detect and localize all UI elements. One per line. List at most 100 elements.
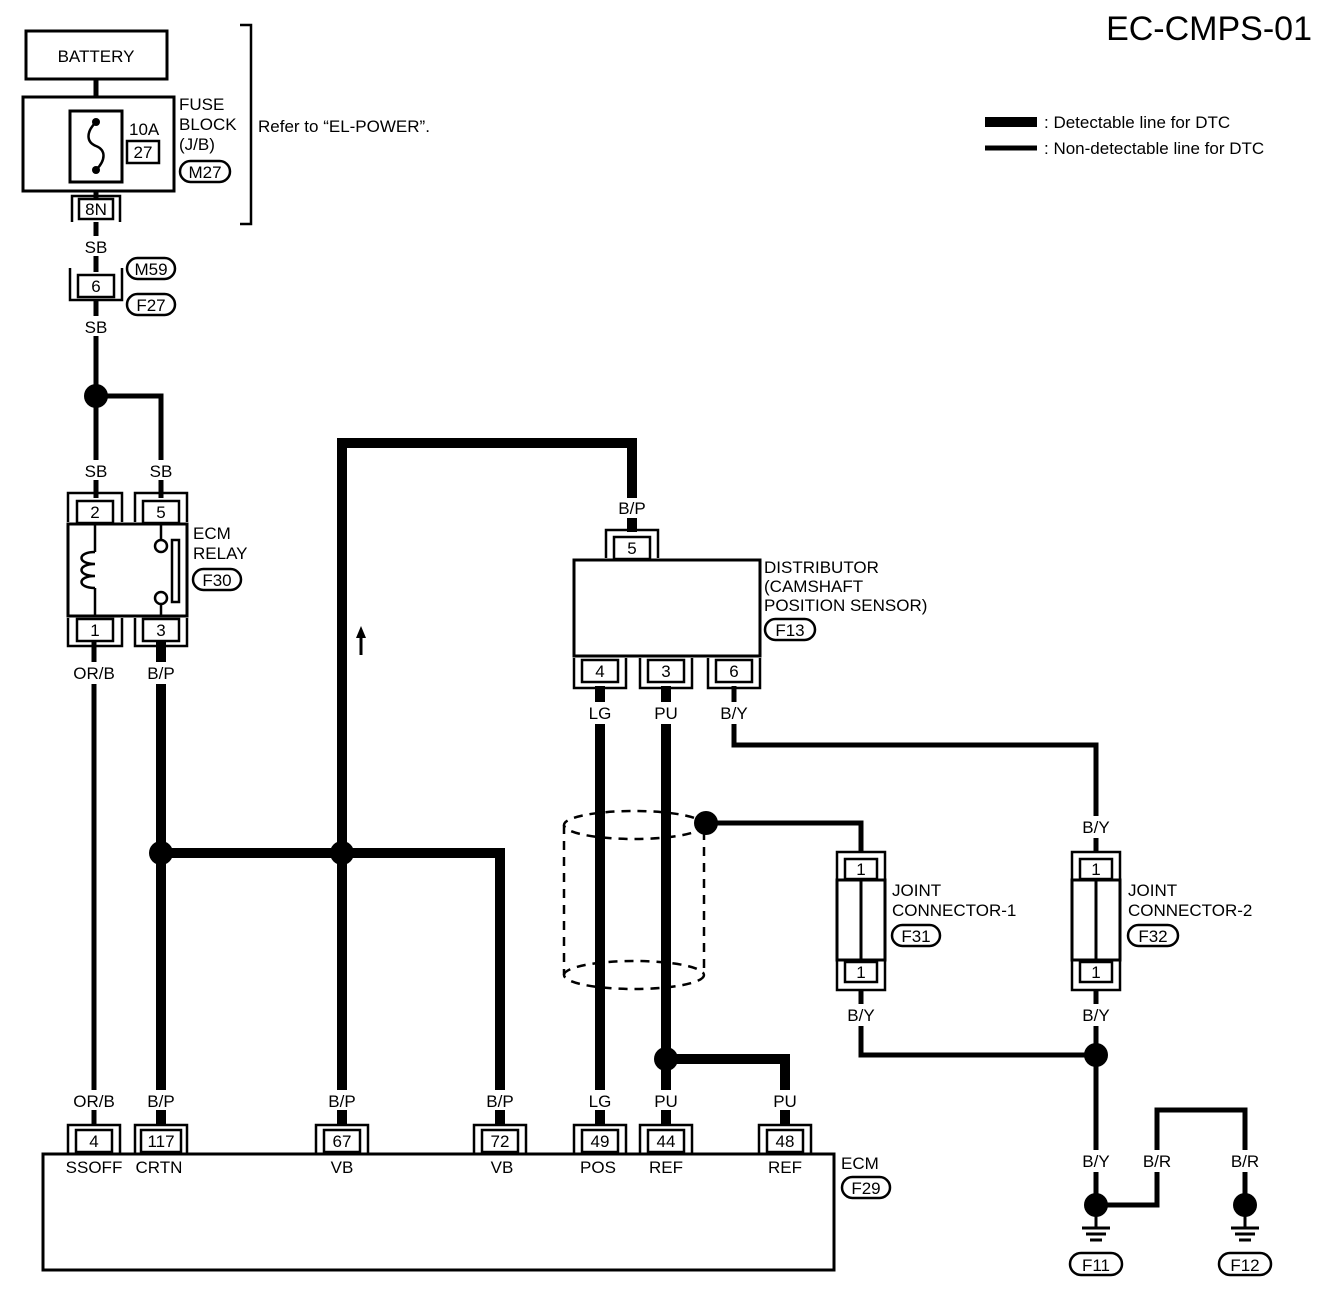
wire-label-sb-relay-left: SB — [85, 462, 108, 481]
wire-label-bp-distributor: B/P — [618, 499, 645, 518]
ecm-box — [41, 1152, 836, 1272]
battery-label: BATTERY — [58, 47, 135, 66]
fuse-rating: 10A — [129, 120, 160, 139]
legend-non-detectable: : Non-detectable line for DTC — [1044, 139, 1264, 158]
distributor-pin3: 3 — [661, 662, 670, 681]
wire-label-by-joint1-bottom: B/Y — [847, 1006, 874, 1025]
legend-detectable: : Detectable line for DTC — [1044, 113, 1230, 132]
connector-8n-pin: 8N — [85, 200, 107, 219]
joint2-connector-oval — [1126, 923, 1180, 948]
joint1-label-1: JOINT — [892, 881, 941, 900]
connector-6-box — [76, 273, 116, 299]
wire-br-left-a — [1096, 1172, 1160, 1208]
splice-bp-center — [330, 841, 354, 865]
fuse-number: 27 — [134, 143, 153, 162]
ecm-pin-49: 49 — [591, 1132, 610, 1151]
wire-label-br-left: B/R — [1143, 1152, 1171, 1171]
relay-pin5-cap — [133, 491, 189, 522]
joint1-label-2: CONNECTOR-1 — [892, 901, 1016, 920]
ecm-relay-connector: F30 — [202, 571, 231, 590]
fuse-block-connector: M27 — [188, 163, 221, 182]
joint2-bottom-cap — [1070, 960, 1122, 992]
wire-shield-joint1 — [706, 820, 864, 852]
connector-8n-cap — [70, 194, 122, 222]
ground-f12-oval — [1217, 1251, 1273, 1277]
wire-label-by-ground: B/Y — [1082, 1152, 1109, 1171]
joint2-connector: F32 — [1138, 927, 1167, 946]
wire-label-bp-ecm-67: B/P — [328, 1092, 355, 1111]
connector-m59: M59 — [134, 260, 167, 279]
wire-label-br-right: B/R — [1231, 1152, 1259, 1171]
ecm-relay-label-2: RELAY — [193, 544, 248, 563]
wire-br-link — [1154, 1107, 1248, 1150]
connector-8n-box — [77, 197, 115, 221]
connector-m59-oval — [125, 256, 177, 281]
ecm-terminal-vb-72: VB — [491, 1158, 514, 1177]
distributor-pin6-box — [714, 658, 754, 684]
ecm-pin-117-cap — [133, 1123, 189, 1154]
wire-label-bp-ecm-117: B/P — [147, 1092, 174, 1111]
joint1-bottom-pin: 1 — [856, 963, 865, 982]
ecm-pin-48: 48 — [776, 1132, 795, 1151]
joint2-bottom-pin: 1 — [1091, 963, 1100, 982]
joint2-label-2: CONNECTOR-2 — [1128, 901, 1252, 920]
ecm-pin-72-cap — [472, 1123, 528, 1154]
distributor-box — [572, 558, 762, 658]
wire-label-sb-top: SB — [85, 238, 108, 257]
distributor-connector: F13 — [775, 621, 804, 640]
joint1-connector-oval — [890, 923, 942, 948]
ecm-connector-oval — [840, 1175, 892, 1200]
wire-label-bp-relay: B/P — [147, 664, 174, 683]
wire-label-sb-bottom: SB — [85, 318, 108, 337]
distributor-pin5-cap — [604, 528, 660, 558]
ground-f11-label: F11 — [1082, 1256, 1110, 1275]
ground-point-f11 — [1084, 1193, 1108, 1217]
fuse-number-box — [125, 139, 161, 165]
wire-by-b — [731, 724, 1099, 816]
ecm-pin-4-cap — [66, 1123, 122, 1154]
distributor-pin3-cap — [638, 658, 694, 690]
distributor-pin5: 5 — [627, 539, 636, 558]
distributor-label-1: DISTRIBUTOR — [764, 558, 879, 577]
ecm-relay-label-1: ECM — [193, 524, 231, 543]
relay-contact-bottom — [153, 590, 169, 606]
relay-pin5: 5 — [156, 503, 165, 522]
wire-label-sb-relay-right: SB — [150, 462, 173, 481]
ecm-pin-49-cap — [572, 1123, 628, 1154]
connector-6-cap — [68, 268, 124, 302]
wire-label-bp-ecm-72: B/P — [486, 1092, 513, 1111]
joint2-label-1: JOINT — [1128, 881, 1177, 900]
ecm-terminal-pos: POS — [580, 1158, 616, 1177]
wire-label-lg-ecm: LG — [589, 1092, 612, 1111]
wire-label-orb-relay: OR/B — [73, 664, 115, 683]
wire-label-by-joint2-top: B/Y — [1082, 818, 1109, 837]
ecm-relay-box — [66, 522, 189, 618]
wire-label-pu-ecm-48: PU — [773, 1092, 797, 1111]
fuse-block-label-1: FUSE — [179, 95, 224, 114]
joint2-top-pin: 1 — [1091, 860, 1100, 879]
relay-coil-icon — [80, 550, 96, 590]
relay-pin1-cap — [66, 618, 124, 648]
relay-pin3: 3 — [156, 621, 165, 640]
ecm-pin-72: 72 — [491, 1132, 510, 1151]
power-bracket — [240, 23, 253, 226]
fuse-block-connector-oval — [178, 159, 232, 184]
distributor-pin4-box — [580, 658, 620, 684]
splice-shield-drain — [694, 811, 718, 835]
relay-contact-top — [153, 538, 169, 554]
wire-pu-48 — [666, 1054, 790, 1090]
joint1-bottom-pin-box — [843, 960, 879, 984]
ecm-terminal-ref-44: REF — [649, 1158, 683, 1177]
ecm-pin-49-box — [580, 1128, 620, 1154]
ecm-pin-48-cap — [757, 1123, 813, 1154]
ecm-label: ECM — [841, 1154, 879, 1173]
ecm-pin-4-box — [74, 1128, 114, 1154]
joint2-bottom-pin-box — [1078, 960, 1114, 984]
connector-6-pin: 6 — [91, 277, 100, 296]
splice-sb — [84, 384, 108, 408]
joint1-top-cap — [835, 850, 887, 880]
wire-label-pu-ecm-44: PU — [654, 1092, 678, 1111]
ecm-pin-117-box — [139, 1128, 183, 1154]
relay-pin2-cap — [66, 491, 124, 522]
